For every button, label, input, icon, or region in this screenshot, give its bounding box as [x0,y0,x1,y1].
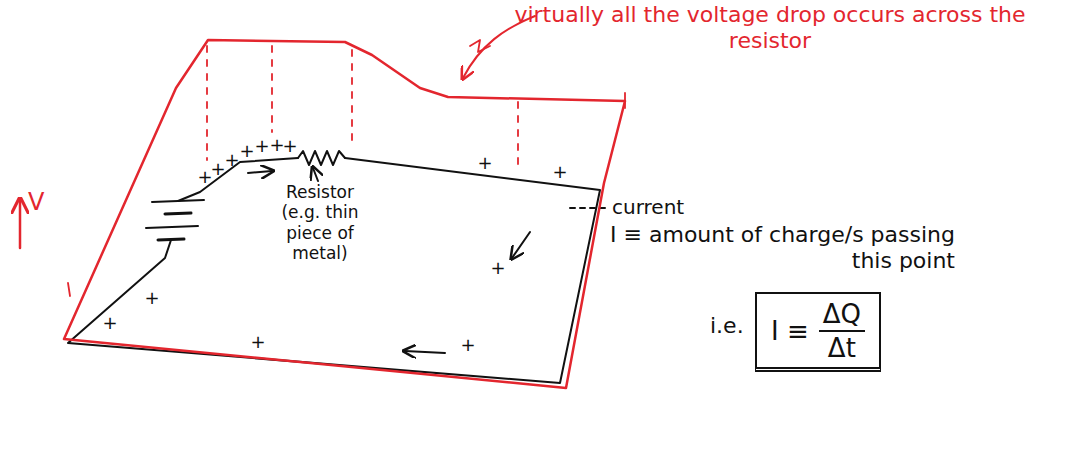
charge-sign: + [254,137,269,155]
charge-sign: + [210,160,225,178]
voltage-dash [271,46,273,132]
current-arrow [512,232,530,258]
current-definition: I ≡ amount of charge/s passing this poin… [610,222,955,275]
voltage-symbol: V [28,188,44,217]
formula-content: I ≡ ΔQΔt [771,299,865,363]
formula-lhs: I ≡ [771,316,809,346]
voltage-dash [206,46,208,160]
charge-sign: + [282,137,297,155]
formula-box: I ≡ ΔQΔt [755,292,881,372]
current-arrow [405,351,445,353]
charge-sign: + [477,154,492,172]
charge-sign: + [102,314,117,332]
charge-sign: + [269,136,284,154]
charge-sign: + [250,333,265,351]
charge-sign: + [552,163,567,181]
battery-plate [146,226,198,228]
battery-plate [152,200,204,202]
formula-fraction: ΔQΔt [819,299,865,363]
current-label: current [612,195,684,219]
battery-plate [165,213,191,214]
circuit-wire [68,158,600,383]
resistor-pointer [313,168,318,181]
ie-label: i.e. [710,313,744,339]
voltage-note: virtually all the voltage drop occurs ac… [500,2,1040,55]
resistor-symbol [298,151,345,165]
resistor-note: Resistor (e.g. thin piece of metal) [268,182,372,264]
voltage-tick [68,283,70,296]
voltage-dash [351,50,353,148]
charge-sign: + [490,259,505,277]
voltage-axis-arrow [19,200,22,248]
battery-plate [158,239,184,240]
voltage-profile [64,40,625,388]
note-squiggle [470,40,490,52]
voltage-dash [517,102,519,170]
charge-sign: + [197,168,212,186]
current-arrow [248,171,272,173]
charge-sign: + [460,336,475,354]
fraction-numerator: ΔQ [819,299,865,332]
charge-sign: + [224,151,239,169]
voltage-tick [624,93,626,108]
charge-sign: + [144,289,159,307]
fraction-denominator: Δt [828,332,856,363]
charge-sign: + [239,142,254,160]
